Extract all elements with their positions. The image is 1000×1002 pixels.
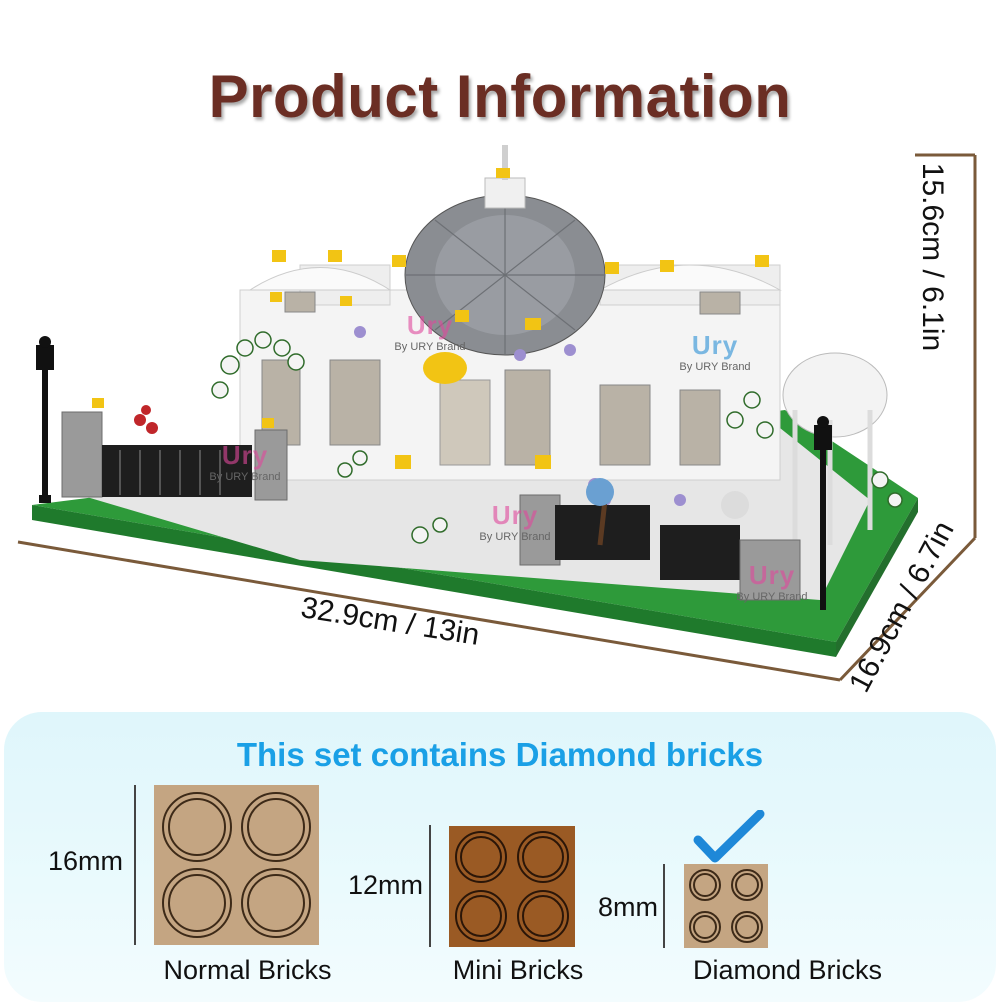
- brick-size-label: 16mm: [48, 846, 124, 876]
- diamond-bricks-heading: This set contains Diamond bricks: [236, 736, 764, 773]
- iron-fence: [102, 445, 252, 497]
- flower-vines: [211, 331, 903, 544]
- yellow-accents: [92, 168, 769, 469]
- brick-name-label: Normal Bricks: [163, 955, 332, 985]
- normal-brick: [134, 785, 319, 945]
- brick-size-label: 12mm: [348, 870, 424, 900]
- dimension-lines: [17, 153, 977, 682]
- brand-watermark: Ury By URY Brand: [394, 310, 466, 353]
- diamond-brick: [663, 810, 768, 948]
- bonsai-tree: [586, 478, 749, 546]
- mini-brick: [429, 825, 575, 947]
- brand-watermark: Ury By URY Brand: [736, 560, 808, 603]
- product-illustration: [17, 145, 977, 682]
- gazebo: [782, 352, 888, 438]
- brick-name-label: Mini Bricks: [452, 955, 584, 985]
- brand-watermark: Ury By URY Brand: [209, 440, 281, 483]
- checkmark-icon: [693, 810, 765, 863]
- brand-watermark: Ury By URY Brand: [479, 500, 551, 543]
- height-dimension: 15.6cm / 6.1in: [916, 162, 950, 352]
- brick-name-label: Diamond Bricks: [692, 955, 883, 985]
- stone-pillar: [61, 411, 103, 498]
- lamp-post: [36, 336, 54, 503]
- brick-size-label: 8mm: [598, 892, 658, 922]
- red-flowers: [134, 405, 158, 434]
- page-title: Product Information: [208, 63, 792, 130]
- brand-watermark: Ury By URY Brand: [679, 330, 751, 373]
